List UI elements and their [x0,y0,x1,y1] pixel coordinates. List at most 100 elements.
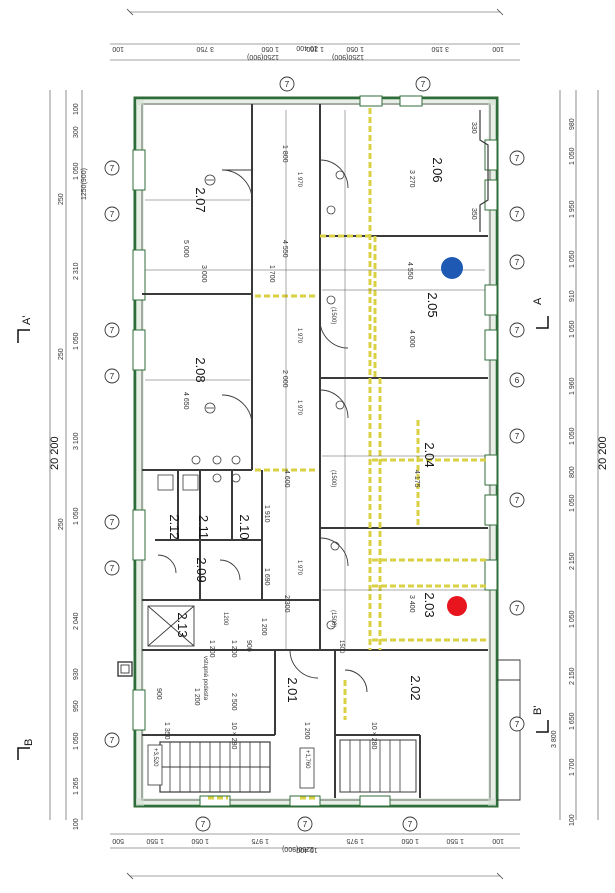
grid-marker-label: 7 [110,736,115,745]
grid-marker-label: 7 [515,720,520,729]
left-dim: 250 [58,193,65,205]
grid-marker-label: 7 [408,820,413,829]
top-dim: 1 200 [306,45,324,52]
room-label-2-03: 2.03 [422,592,437,617]
grid-marker-label: 7 [515,432,520,441]
grid-marker-label: 7 [110,326,115,335]
room-dim: 4 175 [413,470,420,488]
right-dim: 1 950 [569,200,576,218]
bottom-dim: 500 [112,837,124,844]
right-dim: 2 150 [569,552,576,570]
bottom-dim: 100 [492,837,504,844]
stair-dim: 900 [155,688,162,700]
doors [157,159,368,693]
stair-dim: 10 × 280 [370,722,377,750]
red-marker [447,596,467,616]
door-dim: 1 970 [296,560,302,576]
interior-walls [142,104,488,798]
right-dim: 1 050 [569,494,576,512]
stair-dim: 1 200 [303,722,310,740]
right-dim: 800 [569,466,576,478]
grid-marker-label: 7 [515,604,520,613]
left-dim: 250 [58,348,65,360]
grid-marker-label: 7 [515,496,520,505]
grid-marker-label: 7 [515,154,520,163]
door-dim: (1500) [330,610,336,627]
room-dim: 4 000 [408,330,415,348]
overall-length-left: 20 200 [49,436,61,470]
room-label-2-06: 2.06 [430,157,445,182]
section-a-prime-label: A' [21,316,33,325]
stair-dim: 1 200 [230,640,237,658]
room-label-2-02: 2.02 [408,675,423,700]
section-b-label: B [23,739,35,746]
grid-marker-label: 6 [515,376,520,385]
stair-dim: 10 × 280 [230,722,237,750]
top-dim: 3 750 [196,45,214,52]
room-label-2-10: 2.10 [237,514,252,539]
left-dim: 950 [73,700,80,712]
bottom-dim: 1 550 [146,837,164,844]
room-label-2-09: 2.09 [194,557,209,582]
room-label-2-07: 2.07 [193,187,208,212]
grid-marker-label: 7 [110,210,115,219]
room-label-2-04: 2.04 [422,442,437,467]
room-dim: 3 270 [408,170,415,188]
right-dim: 1 050 [569,320,576,338]
level-upper: +1,760 [304,750,310,769]
top-dim: 100 [492,45,504,52]
room-dim: 1 690 [263,568,270,586]
left-dim: 1 050 [73,162,80,180]
bottom-dim: 1 050 [401,837,419,844]
room-dim: 3 000 [200,265,207,283]
section-a-label: A [532,297,544,305]
right-dim: 2 150 [569,667,576,685]
grid-marker-label: 7 [110,372,115,381]
right-dim: 3 800 [551,730,558,748]
door-dim: 1 970 [296,400,302,416]
top-dim: 100 [112,45,124,52]
door-dim: (1500) [330,307,336,324]
right-dim: 980 [569,118,576,130]
top-dim: 1 050 [261,45,279,52]
room-label-2-05: 2.05 [425,292,440,317]
stair-dim: 1 350 [163,722,170,740]
blue-marker [441,257,463,279]
overall-length-right: 20 200 [597,436,609,470]
entrance-landing-note: vstupná podesta [202,656,208,701]
right-dim: 1 050 [569,427,576,445]
bottom-dim: 1 975 [346,837,364,844]
stair-dim: 1 200 [193,688,200,706]
room-dim: 2 300 [283,595,290,613]
right-dim: 1 050 [569,610,576,628]
room-dim: 5 000 [182,240,189,258]
left-dim: 1 265 [73,777,80,795]
note-1200: 1200 [222,612,228,626]
room-dim: 4 650 [182,392,189,410]
room-dim: 2 000 [281,370,288,388]
left-dim: 250 [58,518,65,530]
room-dim: 330 [470,122,477,134]
grid-marker-label: 7 [285,80,290,89]
right-dim: 100 [569,814,576,826]
grid-marker-label: 7 [201,820,206,829]
room-label-2-12: 2.12 [167,514,182,539]
door-dim: 1 970 [296,328,302,344]
right-dim: 1 050 [569,147,576,165]
top-dim: 3 150 [431,45,449,52]
left-dim: 2 040 [73,612,80,630]
grid-marker-label: 7 [421,80,426,89]
room-dim: 4 600 [283,470,290,488]
grid-marker-label: 7 [110,564,115,573]
bottom-dim: 1 975 [251,837,269,844]
bottom-dim: 1250(900) [282,845,314,852]
right-dim: 1 650 [569,712,576,730]
room-dim: 1 200 [260,618,267,636]
room-dim: 4 550 [406,262,413,280]
stair-dim: 900 [245,640,252,652]
left-dim: 300 [73,126,80,138]
left-dim: 2 310 [73,262,80,280]
right-dim: 1 960 [569,377,576,395]
grid-marker-label: 7 [110,518,115,527]
section-b-prime-label: B' [532,706,544,715]
